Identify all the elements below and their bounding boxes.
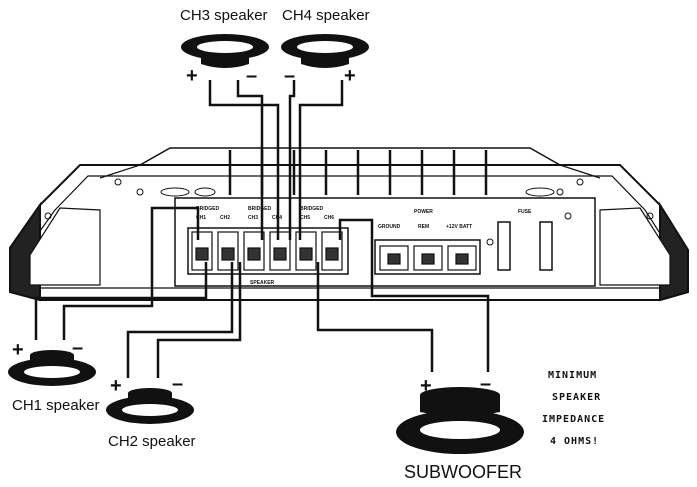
note-line-4: 4 OHMS!	[550, 436, 599, 447]
channel-label-ch6: CH6	[324, 215, 334, 221]
power-terminals	[379, 245, 477, 271]
wire-ch4-plus	[298, 80, 344, 240]
ch1-minus-sign: –	[72, 337, 83, 359]
ch2-speaker-label: CH2 speaker	[108, 433, 196, 450]
wire-sub-minus	[338, 218, 490, 372]
wire-ch2-plus	[126, 262, 234, 378]
ch4-speaker	[281, 34, 369, 68]
ch1-plus-sign: +	[12, 339, 24, 361]
note-line-2: SPEAKER	[552, 392, 601, 403]
channel-label-ch2: CH2	[220, 215, 230, 221]
wire-ch3-minus	[236, 80, 264, 240]
note-line-1: MINIMUM	[548, 370, 597, 381]
power-terminal-ground: GROUND	[378, 224, 401, 230]
ch4-minus-sign: –	[284, 65, 295, 87]
ch2-minus-sign: –	[172, 373, 183, 395]
power-terminal-batt: +12V BATT	[446, 224, 472, 230]
bridged-label-3: BRIDGED	[300, 206, 323, 212]
bridged-label-2: BRIDGED	[248, 206, 271, 212]
bridged-label-1: BRIDGED	[196, 206, 219, 212]
ch1-speaker-label: CH1 speaker	[12, 397, 100, 414]
ch1-speaker	[8, 350, 96, 386]
subwoofer-plus-sign: +	[420, 375, 432, 397]
channel-label-ch5: CH5	[300, 215, 310, 221]
power-terminal-rem: REM	[418, 224, 429, 230]
wire-ch2-minus	[156, 262, 242, 378]
amplifier	[9, 147, 689, 302]
wire-sub-plus	[316, 262, 434, 372]
power-label: POWER	[414, 209, 433, 215]
ch3-minus-sign: –	[246, 65, 257, 87]
channel-label-ch1: CH1	[196, 215, 206, 221]
ch3-plus-sign: +	[186, 65, 198, 87]
ch3-speaker-label: CH3 speaker	[180, 7, 268, 24]
speaker-terminals	[191, 231, 343, 271]
speaker-block-label: SPEAKER	[250, 280, 275, 286]
wire-ch4-minus	[288, 80, 296, 240]
ch2-plus-sign: +	[110, 375, 122, 397]
ch3-speaker	[181, 34, 269, 68]
ch2-speaker	[106, 388, 194, 424]
subwoofer-label: SUBWOOFER	[404, 462, 522, 482]
impedance-note: MINIMUM SPEAKER IMPEDANCE 4 OHMS!	[542, 370, 605, 447]
wire-ch1-plus	[34, 262, 208, 340]
subwoofer	[396, 387, 524, 454]
wires	[34, 80, 490, 378]
wire-ch3-plus	[208, 80, 280, 240]
note-line-3: IMPEDANCE	[542, 414, 605, 425]
channel-label-ch3: CH3	[248, 215, 258, 221]
ch4-speaker-label: CH4 speaker	[282, 7, 370, 24]
fuse-label: FUSE	[518, 209, 532, 215]
ch4-plus-sign: +	[344, 65, 356, 87]
subwoofer-minus-sign: –	[480, 373, 491, 395]
wire-ch1-minus	[62, 206, 200, 340]
